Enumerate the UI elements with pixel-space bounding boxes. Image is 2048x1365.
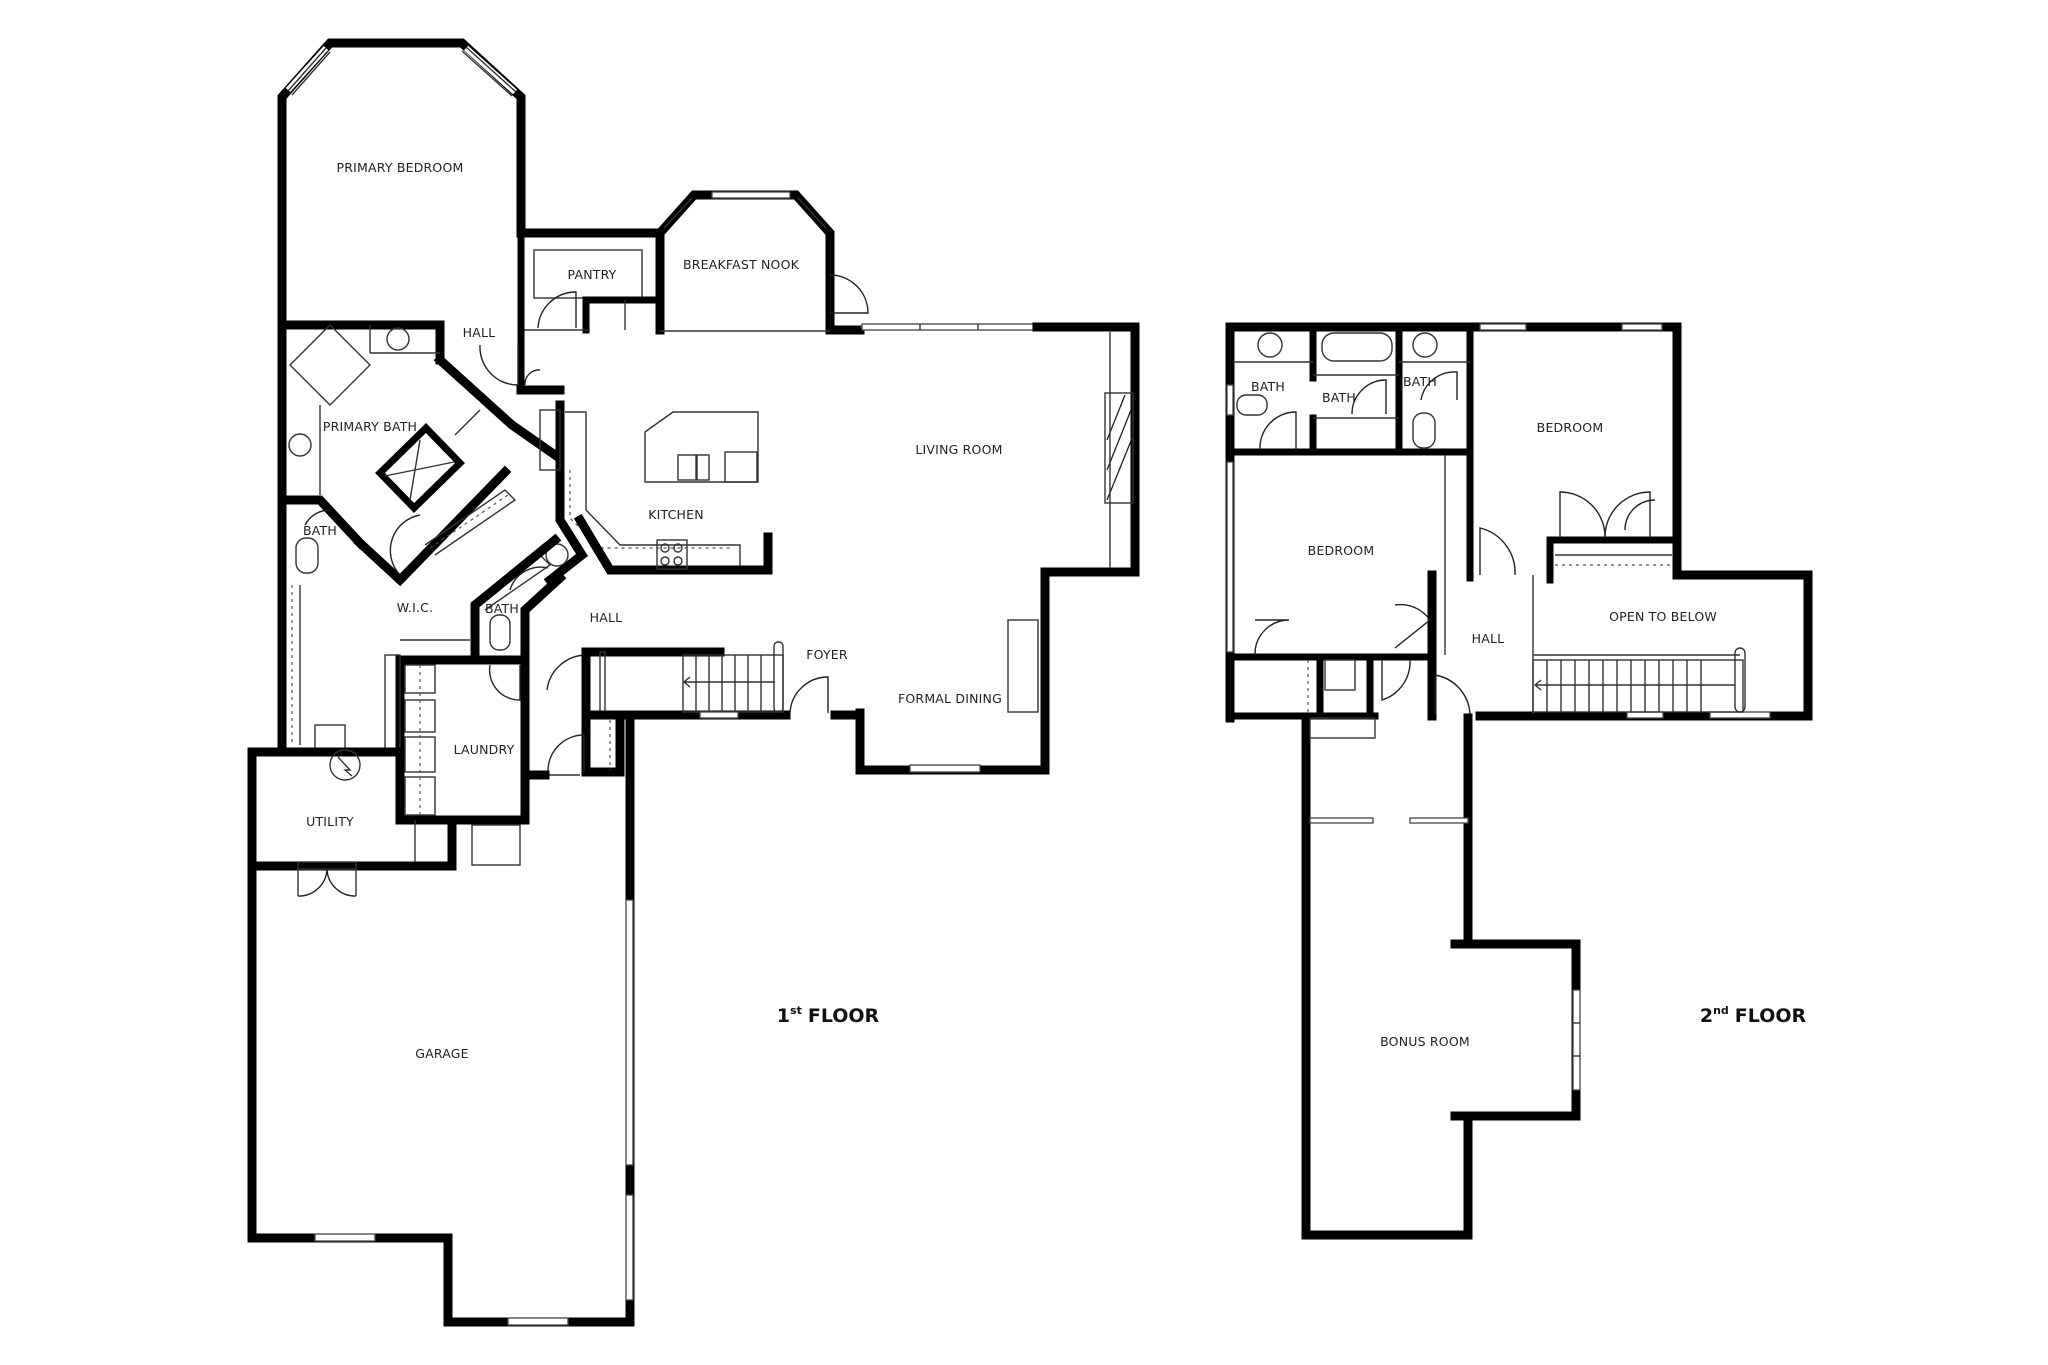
primary-bedroom-walls: [277, 38, 526, 330]
hall-lower-walls: [520, 641, 865, 780]
label-hall-lower: HALL: [590, 610, 623, 625]
label-bath-wc: BATH: [303, 523, 337, 538]
label-living-room: LIVING ROOM: [915, 442, 1002, 457]
label-hall: HALL: [1472, 631, 1505, 646]
bonus-room-walls: [1301, 713, 1581, 1240]
label-open-to-below: OPEN TO BELOW: [1609, 609, 1717, 624]
wic-laundry-walls: [277, 320, 567, 825]
bedroom-left-walls: [1226, 455, 1446, 720]
label-foyer: FOYER: [806, 647, 848, 662]
label-primary-bath: PRIMARY BATH: [323, 419, 417, 434]
bedroom-right-closet: [1479, 491, 1681, 584]
label-wic: W.I.C.: [397, 600, 433, 615]
breakfast-nook-walls: [653, 190, 869, 335]
label-laundry: LAUNDRY: [454, 742, 515, 757]
stairs-second-floor: [1532, 647, 1746, 713]
label-bath-left: BATH: [1251, 379, 1285, 394]
second-floor-baths: [1226, 323, 1474, 582]
first-floor-plan: PRIMARY BEDROOM PANTRY BREAKFAST NOOK HA…: [247, 38, 1140, 1327]
label-hall-upper: HALL: [463, 325, 496, 340]
label-garage: GARAGE: [415, 1046, 469, 1061]
label-breakfast-nook: BREAKFAST NOOK: [683, 257, 800, 272]
hall-open-below: [1394, 570, 1746, 721]
second-floor-plan: BATH BATH BATH BEDROOM BEDROOM HALL OPEN…: [1225, 322, 1813, 1240]
utility-garage-walls: [247, 710, 635, 1327]
label-bedroom-right: BEDROOM: [1537, 420, 1604, 435]
label-bonus-room: BONUS ROOM: [1380, 1034, 1470, 1049]
label-bath-middle: BATH: [1322, 390, 1356, 405]
living-room-walls: [855, 322, 1140, 775]
label-primary-bedroom: PRIMARY BEDROOM: [337, 160, 464, 175]
hall-upper-walls: [454, 229, 588, 587]
label-bath-hall: BATH: [485, 601, 519, 616]
label-bath-right: BATH: [1403, 374, 1437, 389]
primary-bath-walls: [277, 320, 562, 587]
label-pantry: PANTRY: [568, 267, 617, 282]
label-utility: UTILITY: [306, 814, 354, 829]
kitchen-fixtures: [545, 411, 773, 575]
label-bedroom-left: BEDROOM: [1308, 543, 1375, 558]
label-formal-dining: FORMAL DINING: [898, 691, 1002, 706]
label-kitchen: KITCHEN: [648, 507, 704, 522]
